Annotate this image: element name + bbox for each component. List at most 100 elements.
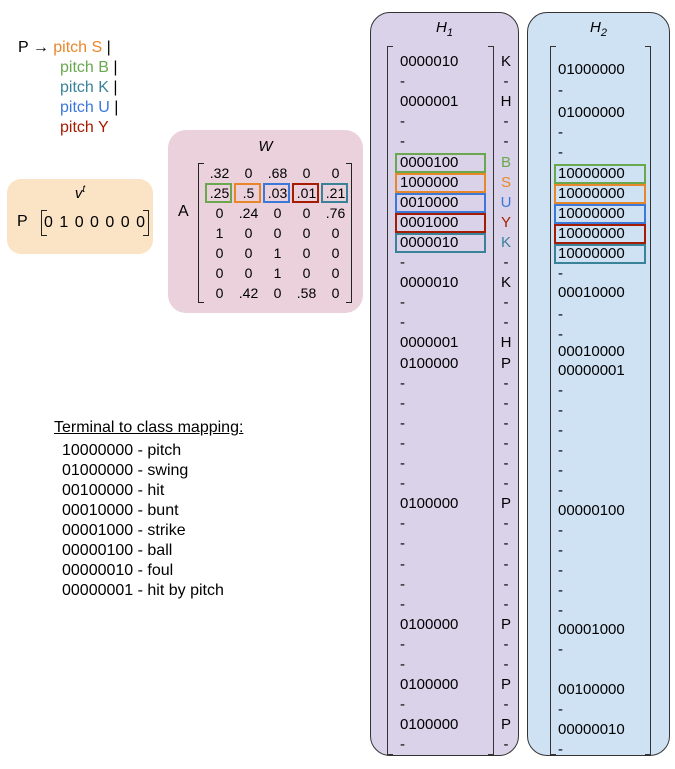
h1-highlight-box	[395, 172, 486, 193]
w-matrix-cell: 0	[302, 265, 311, 281]
w-matrix-cell: .32	[209, 165, 230, 181]
w-matrix-cell: .24	[238, 205, 259, 221]
h1-row-tag: -	[503, 73, 509, 91]
h2-row-value: 00010000	[558, 284, 625, 301]
w-matrix-cell: 1	[273, 265, 282, 281]
h2-row-value: 00000100	[558, 502, 625, 519]
h1-row-tag: -	[503, 314, 509, 332]
w-matrix-cell: 1	[273, 245, 282, 261]
h1-row-value: 0000001	[400, 334, 459, 352]
h2-row-value: 00000010	[558, 721, 625, 738]
h1-row-tag: -	[503, 414, 509, 432]
h1-row-tag: -	[503, 394, 509, 412]
w-matrix-cell: .42	[238, 285, 259, 301]
w-row-label: A	[178, 203, 189, 220]
h1-row-tag: -	[503, 696, 509, 714]
w-matrix-cell: 0	[215, 245, 224, 261]
h2-row-value: -	[558, 482, 563, 499]
h1-row-value: 0000100	[400, 153, 459, 171]
h1-row-tag: K	[500, 274, 511, 292]
h1-row-value: -	[400, 133, 405, 151]
w-matrix-cell: 0	[244, 225, 253, 241]
h1-row-tag: -	[503, 515, 509, 533]
h1-row-value: -	[400, 394, 405, 412]
w-matrix-cell: .76	[325, 205, 346, 221]
h1-row-tag: Y	[500, 213, 511, 231]
h1-row-value: 0100000	[400, 716, 459, 734]
w-bracket-tick	[346, 163, 351, 164]
h1-row-tag: H	[500, 334, 512, 352]
mapping-item: 00100000 - hit	[62, 482, 165, 499]
h1-row-value: 0000010	[400, 274, 459, 292]
h2-highlight-box	[554, 224, 646, 244]
h2-row-value: -	[558, 265, 563, 282]
h1-row-value: -	[400, 635, 405, 653]
grammar-rule-text: pitch S	[53, 39, 103, 56]
w-matrix-cell: 0	[331, 265, 340, 281]
h1-bracket-right	[488, 46, 494, 755]
w-matrix-cell: 0	[244, 265, 253, 281]
h1-row-tag: -	[503, 635, 509, 653]
w-matrix-cell: .25	[209, 185, 230, 201]
w-matrix-cell: 0	[215, 265, 224, 281]
w-bracket-tick	[199, 302, 204, 303]
h2-highlight-box	[554, 204, 646, 224]
h1-row-tag: P	[500, 615, 511, 633]
h1-row-value: 0000001	[400, 93, 459, 111]
h2-row-value: -	[558, 582, 563, 599]
h2-row-value: 10000000	[558, 165, 625, 182]
h1-row-value: -	[400, 575, 405, 593]
h1-highlight-box	[395, 232, 486, 253]
grammar-prefix: P →	[18, 39, 54, 56]
h1-row-tag: P	[500, 676, 511, 694]
w-matrix-cell: 0	[331, 245, 340, 261]
h1-row-value: 0100000	[400, 615, 459, 633]
h1-row-value: 0001000	[400, 213, 459, 231]
grammar-rule-text: pitch K	[60, 79, 109, 96]
h1-row-tag: -	[503, 475, 509, 493]
h1-row-value: 0100000	[400, 676, 459, 694]
mapping-item: 00000100 - ball	[62, 542, 173, 559]
w-bracket-tick	[199, 163, 204, 164]
h1-row-tag: -	[503, 555, 509, 573]
h2-row-value: -	[558, 82, 563, 99]
h2-row-value: 01000000	[558, 104, 625, 121]
w-matrix-cell: 0	[273, 225, 282, 241]
h1-row-value: -	[400, 535, 405, 553]
h1-row-value: 1000000	[400, 173, 459, 191]
h1-row-tag: -	[503, 656, 509, 673]
h2-row-value: -	[558, 641, 563, 658]
grammar-line: pitch Y	[18, 118, 118, 138]
h1-row-value: 0010000	[400, 193, 459, 211]
vt-row-label: P	[17, 213, 28, 230]
mapping-item: 00001000 - strike	[62, 522, 186, 539]
h1-row-value: -	[400, 555, 405, 573]
grammar-line: P → pitch S |	[18, 38, 118, 58]
w-highlight-box	[292, 183, 319, 203]
h2-bracket-right	[645, 46, 651, 755]
grammar-separator: |	[109, 99, 119, 116]
w-matrix-cell: .5	[242, 185, 255, 201]
h1-row-value: -	[400, 374, 405, 392]
grammar-separator: |	[108, 79, 118, 96]
grammar-rules: P → pitch S |pitch B |pitch K |pitch U |…	[18, 38, 118, 138]
h2-row-value: 00000001	[558, 362, 625, 379]
w-matrix-cell: 0	[244, 245, 253, 261]
h2-row-value: -	[558, 562, 563, 579]
h2-highlight-box	[554, 164, 646, 184]
h2-row-value: -	[558, 542, 563, 559]
w-matrix-cell: 0	[302, 205, 311, 221]
grammar-separator: |	[108, 59, 118, 76]
h1-row-tag: -	[503, 455, 509, 472]
h1-bracket-left	[387, 46, 393, 755]
mapping-item: 00000010 - foul	[62, 562, 174, 579]
h1-row-tag: K	[500, 233, 511, 251]
h2-highlight-box	[554, 184, 646, 204]
w-matrix-cell: 1	[215, 225, 224, 241]
h1-row-tag: H	[500, 93, 512, 111]
w-matrix-cell: .58	[296, 285, 317, 301]
